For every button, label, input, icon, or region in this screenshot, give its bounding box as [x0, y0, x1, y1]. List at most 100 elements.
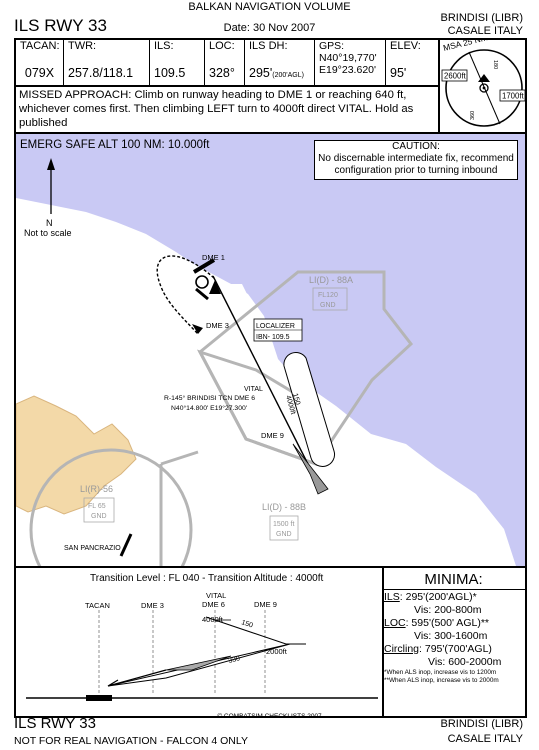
- minima-ils-vis: Vis: 200-800m: [414, 604, 482, 616]
- divider: [14, 132, 527, 134]
- msa-diagram: MSA 25 Nm 2600ft 1700ft 180 360: [441, 38, 526, 127]
- area-56-top: FL 65: [88, 503, 106, 510]
- elev-label: ELEV:: [390, 40, 421, 52]
- area-88b-label: LI(D) - 88B: [262, 502, 306, 512]
- minima-loc-label: LOC: [384, 617, 406, 629]
- dme6-tick-label: DME 6: [202, 600, 225, 609]
- tacan-label: TACAN:: [20, 40, 60, 52]
- gps-label: GPS:: [319, 40, 345, 52]
- localizer-feather: [292, 443, 329, 495]
- area-88b-top: 1500 ft: [273, 521, 294, 528]
- minima-circling-vis: Vis: 600-2000m: [428, 656, 502, 668]
- loc-cell: LOC: 328°: [205, 38, 245, 86]
- tacan-tick-label: TACAN: [85, 601, 110, 610]
- chart-frame: [14, 38, 527, 718]
- airspace-56-circle: [29, 448, 193, 566]
- vital-tick-label: VITAL: [206, 591, 226, 600]
- footer-airport-code: BRINDISI (LIBR): [440, 718, 523, 730]
- localizer-title: LOCALIZER: [256, 323, 295, 330]
- footer-copyright: © COMBATSIM CHECKLISTS 2007: [217, 713, 322, 720]
- dme1-label: DME 1: [202, 253, 225, 262]
- san-pancrazio-runway: [119, 533, 133, 557]
- minima-ils-label: ILS: [384, 591, 400, 603]
- hold-course: 150: [291, 393, 301, 406]
- ils-dh-label: ILS DH:: [249, 40, 288, 52]
- minima-loc-vis: Vis: 300-1600m: [414, 630, 488, 642]
- approach-course: [212, 275, 319, 485]
- publisher: BALKAN NAVIGATION VOLUME: [188, 1, 351, 13]
- chart-title: ILS RWY 33: [14, 16, 107, 35]
- ils-value: 109.5: [154, 66, 186, 80]
- north-label: N: [46, 218, 53, 228]
- loc-value: 328°: [209, 66, 235, 80]
- caution-box: CAUTION: No discernable intermediate fix…: [314, 140, 518, 180]
- localizer-freq: IBN- 109.5: [256, 334, 290, 341]
- san-pancrazio-label: SAN PANCRAZIO: [64, 545, 121, 552]
- alt-4000-label: 4000ft: [202, 615, 224, 624]
- area-88a-top: FL120: [318, 292, 338, 299]
- course-330-label: 330: [228, 655, 241, 665]
- msa-left-alt: 2600ft: [444, 72, 467, 81]
- divider: [14, 566, 527, 568]
- area-56-bottom: GND: [91, 513, 107, 520]
- runway-symbol: [192, 258, 216, 274]
- tacan-cell: TACAN: 079X: [16, 38, 64, 86]
- ils-dh-cell: ILS DH: 295'(200'AGL): [245, 38, 315, 86]
- msa-right-alt: 1700ft: [502, 92, 525, 101]
- profile-view: Transition Level : FL 040 - Transition A…: [26, 573, 378, 701]
- elev-value: 95': [390, 66, 407, 80]
- msa-top-bearing: 180: [492, 60, 498, 69]
- minima-circling-label: Circling: [384, 643, 420, 655]
- airport-location: CASALE ITALY: [447, 25, 523, 37]
- gps-lon: E19°23.620': [319, 64, 377, 76]
- vital-description: R-145° BRINDISI TCN DME 6: [164, 394, 255, 402]
- missed-approach-path: [156, 255, 215, 335]
- elev-cell: ELEV: 95': [386, 38, 440, 86]
- transition-text: Transition Level : FL 040 - Transition A…: [90, 573, 323, 584]
- divider: [438, 38, 440, 134]
- area-88b-bottom: GND: [276, 531, 292, 538]
- ils-label: ILS:: [154, 40, 174, 52]
- minima-title: MINIMA:: [424, 571, 483, 588]
- twr-value: 257.8/118.1: [68, 66, 134, 80]
- minima-note-2: **When ALS inop, increase vis to 2000m: [384, 677, 499, 684]
- minima-circling-value: : 795'(700'AGL): [419, 643, 492, 655]
- chart-date: Date: 30 Nov 2007: [223, 22, 316, 34]
- footer-airport-location: CASALE ITALY: [447, 733, 523, 745]
- dme9-tick-label: DME 9: [254, 600, 277, 609]
- dme3-label: DME 3: [206, 321, 229, 330]
- hold-profile-line: [205, 616, 287, 645]
- gps-cell: GPS: N40°19,770' E19°23.620': [315, 38, 386, 86]
- area-56-label: LI(R)-56: [80, 484, 113, 494]
- tacan-symbol: [195, 275, 209, 289]
- msa-bottom-bearing: 360: [470, 111, 476, 120]
- loc-label: LOC:: [209, 40, 235, 52]
- ils-cell: ILS: 109.5: [150, 38, 205, 86]
- dme3-tick-label: DME 3: [141, 601, 164, 610]
- area-88a-bottom: GND: [320, 302, 336, 309]
- area-88a-label: LI(D) - 88A: [309, 275, 353, 285]
- minima-list: ILS: 295'(200'AGL)* Vis: 200-800m LOC: 5…: [384, 591, 524, 685]
- minima-box: [382, 567, 525, 718]
- minima-loc-value: : 595'(500' AGL)**: [405, 617, 489, 629]
- vital-label: VITAL: [244, 386, 263, 393]
- dme9-label: DME 9: [261, 431, 284, 440]
- minima-ils-value: : 295'(200'AGL)*: [399, 591, 477, 603]
- runway-profile: [86, 695, 112, 701]
- caution-title: CAUTION:: [392, 141, 440, 152]
- plan-view-map: EMERG SAFE ALT 100 NM: 10.000ft N Not to…: [16, 134, 525, 566]
- emerg-safe-alt: EMERG SAFE ALT 100 NM: 10.000ft: [20, 139, 210, 151]
- twr-cell: TWR: 257.8/118.1: [64, 38, 150, 86]
- airport-code: BRINDISI (LIBR): [440, 12, 523, 24]
- hold-pattern: [283, 352, 335, 467]
- gps-lat: N40°19,770': [319, 52, 377, 64]
- alt-2000-label: 2000ft: [266, 647, 288, 656]
- not-to-scale: Not to scale: [24, 228, 72, 238]
- divider: [14, 85, 439, 87]
- footer-title: ILS RWY 33: [14, 715, 96, 732]
- twr-label: TWR:: [68, 40, 97, 52]
- course-150-label: 150: [240, 619, 253, 629]
- divider: [382, 589, 525, 590]
- sea-area: [16, 134, 525, 566]
- minima-note-1: *When ALS inop, increase vis to 1200m: [384, 669, 497, 676]
